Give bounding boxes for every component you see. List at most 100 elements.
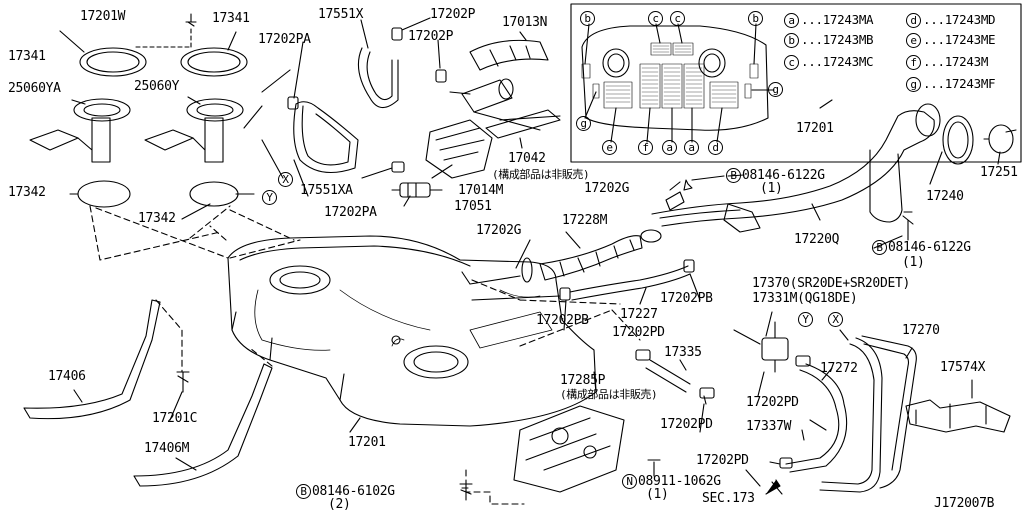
label-17202PB-right: 17202PB <box>660 291 713 306</box>
filler-ring-17240 <box>942 115 974 165</box>
inset-marker-a1: a <box>662 140 679 155</box>
inset-marker-g2: g <box>576 116 593 131</box>
hose-17551X <box>357 47 399 109</box>
label-17227: 17227 <box>620 307 658 322</box>
dash-tank <box>95 207 301 259</box>
label-17551XA: 17551XA <box>300 183 353 198</box>
label-17342-right: 17342 <box>138 211 176 226</box>
label-17285P-note: (構成部品は非販売) <box>560 388 658 401</box>
nut-qty: (1) <box>646 487 669 502</box>
label-17042: 17042 <box>508 151 546 166</box>
label-17220Q: 17220Q <box>794 232 840 247</box>
inset-frame <box>570 3 1022 163</box>
bracket-17013N <box>469 39 549 71</box>
label-17202PD-filter: 17202PD <box>746 395 799 410</box>
ref-marker-Y-bottom: Y <box>798 312 815 327</box>
clamp-17202G <box>521 229 662 283</box>
strap-17406 <box>23 299 161 420</box>
fuel-pump-units <box>29 98 244 208</box>
label-17342-left: 17342 <box>8 185 46 200</box>
legend-item-b: b...17243MB <box>784 33 874 48</box>
bolt-top-filler <box>669 179 693 191</box>
inset-marker-e: e <box>602 140 619 155</box>
fuel-tank-17201 <box>227 235 597 427</box>
bolt-bottom <box>459 483 473 501</box>
label-17337W: 17337W <box>746 419 792 434</box>
legend-item-g: g...17243MF <box>906 77 996 92</box>
pump-bracket-17014M <box>425 119 493 179</box>
ref-marker-X-top: X <box>278 172 295 187</box>
label-17331M: 17331M(QG18DE) <box>752 291 858 306</box>
label-17201-tank: 17201 <box>348 435 386 450</box>
section-reference: SEC.173 <box>702 491 755 506</box>
leaders-topleft <box>59 30 291 220</box>
label-17013N: 17013N <box>502 15 548 30</box>
bolt-17201C <box>176 371 190 393</box>
label-17051: 17051 <box>454 199 492 214</box>
inset-marker-c1: c <box>648 11 665 26</box>
label-17202PB-left: 17202PB <box>536 313 589 328</box>
diagram-code: J172007B <box>934 496 995 511</box>
cover-17285P <box>513 405 625 493</box>
label-17014M: 17014M <box>458 183 504 198</box>
inset-marker-a2: a <box>684 140 701 155</box>
label-17335: 17335 <box>664 345 702 360</box>
label-17202PD-top: 17202PD <box>612 325 665 340</box>
legend-item-d: d...17243MD <box>906 13 996 28</box>
label-17251: 17251 <box>980 165 1018 180</box>
dash-straps <box>155 299 273 373</box>
dash-center <box>519 309 641 347</box>
tube-17337W <box>779 363 848 473</box>
label-17285P: 17285P <box>560 373 606 388</box>
assembly-dash-lines <box>89 205 295 261</box>
hose-17227 <box>559 259 695 301</box>
bolt-filler <box>902 211 914 241</box>
ref-marker-Y-top: Y <box>262 190 279 205</box>
clip-17574X <box>905 399 1011 433</box>
inset-marker-f: f <box>638 140 655 155</box>
clips-17202 <box>287 27 447 173</box>
label-17272: 17272 <box>820 361 858 376</box>
legend-item-c: c...17243MC <box>784 55 874 70</box>
dash-hose <box>471 279 621 305</box>
bolt-qty-right: (1) <box>902 255 925 270</box>
filter-17370 <box>761 321 811 373</box>
legend-item-f: f...17243M <box>906 55 988 70</box>
label-17201C: 17201C <box>152 411 198 426</box>
hose-17335 <box>635 349 715 399</box>
label-17202PA-top: 17202PA <box>258 32 311 47</box>
injector-17051 <box>391 182 443 198</box>
filler-pipe-17201 <box>651 103 941 233</box>
label-17341-right: 17341 <box>212 11 250 26</box>
label-17201-filler: 17201 <box>796 121 834 136</box>
hose-17551XA <box>293 101 359 174</box>
label-17551X: 17551X <box>318 7 364 22</box>
label-17202P-mid: 17202P <box>408 29 454 44</box>
tube-17270 <box>861 335 917 489</box>
label-17240: 17240 <box>926 189 964 204</box>
inset-tank-top-view <box>581 23 775 143</box>
leaders-lines <box>679 311 973 465</box>
tube-17272 <box>819 337 883 493</box>
sec-arrow-line <box>733 329 783 495</box>
label-17228M: 17228M <box>562 213 608 228</box>
bolt-qty-bottom: (2) <box>328 497 351 512</box>
leaders-straps <box>73 389 361 471</box>
label-25060YA: 25060YA <box>8 81 61 96</box>
label-17406M: 17406M <box>144 441 190 456</box>
label-17270: 17270 <box>902 323 940 338</box>
leaders-topmid <box>293 17 527 207</box>
label-17341-left: 17341 <box>8 49 46 64</box>
label-17202PA-bottom: 17202PA <box>324 205 377 220</box>
hose-17228M <box>539 235 643 281</box>
inset-marker-b2: b <box>748 11 765 26</box>
label-17202PD-bottom: 17202PD <box>696 453 749 468</box>
ref-marker-X-bottom: X <box>828 312 845 327</box>
bolt-qty-top: (1) <box>760 181 783 196</box>
